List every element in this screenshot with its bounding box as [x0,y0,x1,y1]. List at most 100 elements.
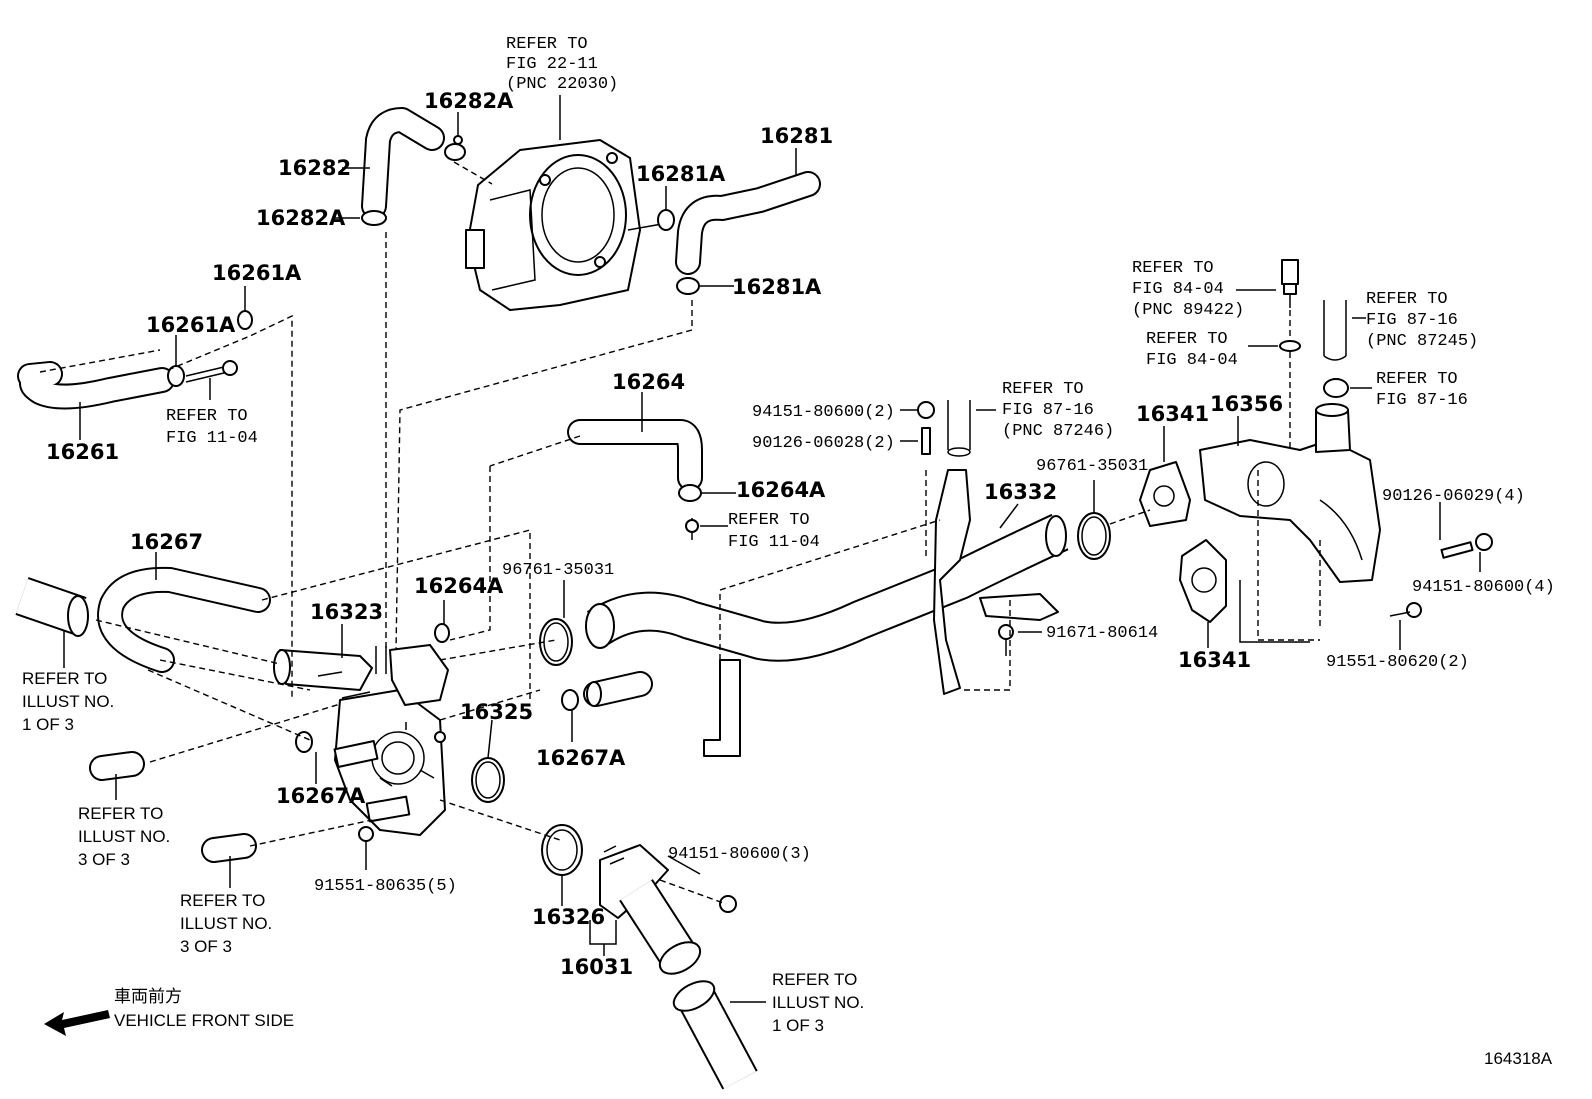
gasket-96761-right [1077,512,1111,560]
gasket-fig-84-04 [1279,340,1301,352]
ref-fig-87-16-87245-line1: REFER TO [1366,290,1448,309]
ref-illust-1-bottom-line2: ILLUST NO. [772,993,864,1012]
ref-fig-84-04-89422-line3: (PNC 89422) [1132,301,1244,320]
hose-16264 [567,419,703,491]
clip-16261A-top [237,310,253,330]
part-16261A-mid: 16261A [146,313,236,337]
part-16261: 16261 [46,440,119,464]
nut-94151-80600-2 [917,401,935,419]
hose-ref-87245 [1323,300,1347,361]
water-pipe-16332 [585,469,1069,757]
assembly-lines [39,161,1321,905]
stud-90126-06028-2-label: 90126-06028(2) [752,434,895,453]
part-16325: 16325 [460,700,533,724]
part-16282: 16282 [278,156,351,180]
water-outlet-16356 [1199,403,1381,583]
stud-90126-06028 [921,427,931,455]
ref-fig-87-16-87246-line3: (PNC 87246) [1002,422,1114,441]
pipe-ref-87246 [947,400,971,457]
sensor-89422 [1281,259,1299,308]
pipe-ref-illust-3-lower [201,833,257,863]
part-16341-bottom: 16341 [1178,648,1251,672]
bolt-91671-80614-label: 91671-80614 [1046,624,1158,643]
ref-fig-84-04-line2: FIG 84-04 [1146,351,1238,370]
ref-fig-87-16-87245-line2: FIG 87-16 [1366,311,1458,330]
gasket-16341-top [1139,461,1191,527]
part-16267A-mid: 16267A [536,746,626,770]
ref-fig-22-11-line2: FIG 22-11 [506,55,598,74]
o-ring-16325 [471,757,505,803]
part-16267: 16267 [130,530,203,554]
bolt-96761-35031-right: 96761-35031 [1036,457,1148,476]
clip-16282A-left [361,210,387,226]
ref-fig-87-16-line1: REFER TO [1376,370,1458,389]
bolt-96761-35031-left: 96761-35031 [502,561,614,580]
part-16341-top: 16341 [1136,402,1209,426]
clip-16267A-left [295,731,313,753]
ref-illust-3-upper-line2: ILLUST NO. [78,827,170,846]
part-16332: 16332 [984,480,1057,504]
ref-fig-87-16-line2: FIG 87-16 [1376,391,1468,410]
ref-fig-87-16-87246-line1: REFER TO [1002,380,1084,399]
gasket-16341-bottom [1179,539,1227,623]
bolt-91551-80635 [358,826,374,866]
part-16261A-top: 16261A [212,261,302,285]
front-arrow-icon [44,1010,110,1036]
nut-94151-80600-2-label: 94151-80600(2) [752,403,895,422]
part-16326: 16326 [532,905,605,929]
front-label-jp: 車両前方 [114,987,182,1006]
ref-fig-11-04-upper-line1: REFER TO [166,407,248,426]
bolt-91671-80614 [998,624,1014,656]
bolt-91551-80635-5: 91551-80635(5) [314,877,457,896]
part-16031: 16031 [560,955,633,979]
part-16282A-left: 16282A [256,206,346,230]
clip-16281A-bot [676,277,700,295]
ref-illust-1-bottom-line3: 1 OF 3 [772,1016,824,1035]
nut-94151-80600-4-label: 94151-80600(4) [1412,578,1555,597]
clip-16267A-mid [561,689,579,711]
stud-90126-06029 [1440,541,1474,559]
ref-fig-87-16-87245-line3: (PNC 87245) [1366,332,1478,351]
ref-fig-22-11-line3: (PNC 22030) [506,75,618,94]
nut-94151-80600-3 [719,895,737,913]
part-16267A-left: 16267A [276,784,366,808]
hose-16261 [17,361,175,410]
clip-16264A-right [678,484,702,502]
bolt-91551-80620-2-label: 91551-80620(2) [1326,653,1469,672]
leader-lines [63,95,1481,1003]
illustration-id: 164318A [1484,1049,1553,1068]
ref-fig-11-04-lower-line2: FIG 11-04 [728,533,820,552]
nut-94151-80600-3-label: 94151-80600(3) [668,845,811,864]
gasket-96761-left [539,618,573,666]
ref-fig-11-04-lower-line1: REFER TO [728,511,810,530]
ref-illust-1-left-line3: 1 OF 3 [22,715,74,734]
ref-fig-22-11-line1: REFER TO [506,35,588,54]
pipe-ref-illust-1-left [15,577,89,637]
part-16264A-left: 16264A [414,574,504,598]
ref-illust-3-lower-line1: REFER TO [180,891,265,910]
bolt-fig-11-04-lower [685,518,699,540]
part-16264A-right: 16264A [736,478,826,502]
clip-16282A-top [444,135,466,161]
bolt-91551-80620 [1389,602,1422,618]
nut-94151-80600-4 [1475,533,1493,551]
part-16356: 16356 [1210,392,1283,416]
part-16264: 16264 [612,370,685,394]
ref-illust-3-lower-line3: 3 OF 3 [180,937,232,956]
ref-illust-3-lower-line2: ILLUST NO. [180,914,272,933]
ref-fig-84-04-89422-line1: REFER TO [1132,259,1214,278]
ref-fig-11-04-upper-line2: FIG 11-04 [166,429,258,448]
part-16281A-top: 16281A [636,162,726,186]
pipe-ref-illust-3-upper [89,751,145,781]
ref-illust-1-left-line2: ILLUST NO. [22,692,114,711]
bolt-fig-11-04-upper [185,360,238,383]
ref-illust-1-bottom-line1: REFER TO [772,970,857,989]
hose-16267 [97,566,271,673]
part-16281: 16281 [760,124,833,148]
ref-fig-87-16-87246-line2: FIG 87-16 [1002,401,1094,420]
vehicle-front-indicator: 車両前方 VEHICLE FRONT SIDE [44,987,294,1036]
ref-illust-1-left-line1: REFER TO [22,669,107,688]
front-label-en: VEHICLE FRONT SIDE [114,1011,294,1030]
o-ring-16326 [541,824,583,876]
